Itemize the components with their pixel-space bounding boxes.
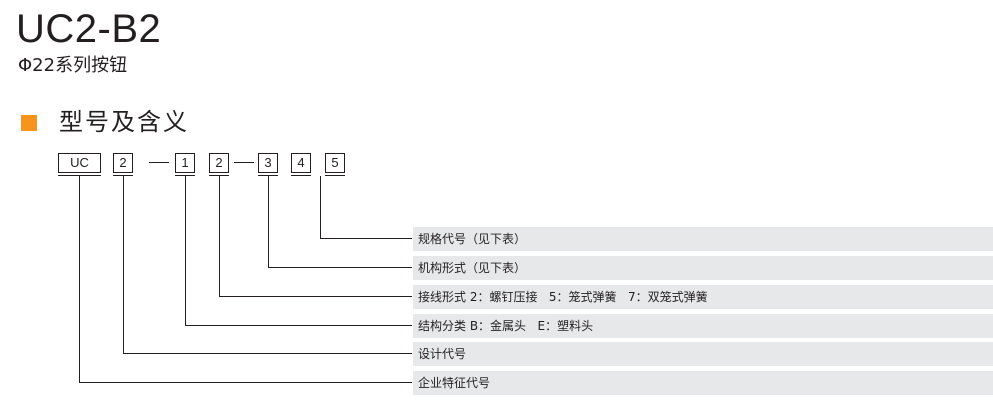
product-title: UC2-B2 xyxy=(16,7,162,51)
product-subtitle: Φ22系列按钮 xyxy=(18,55,128,76)
legend-structure-class: 结构分类 B：金属头 E：塑料头 xyxy=(418,319,594,333)
code-box-design: 2 xyxy=(113,153,133,176)
legend-mechanism-type: 机构形式（见下表） xyxy=(418,261,527,275)
legend-row-bg xyxy=(413,342,993,366)
code-dash-1 xyxy=(149,162,169,163)
code-box-mechanism: 3 xyxy=(258,153,278,176)
leader-line-spec xyxy=(320,176,412,239)
legend-company-code: 企业特征代号 xyxy=(418,376,491,390)
legend-row-bg xyxy=(413,227,993,251)
code-box-spec: 4 xyxy=(291,153,311,176)
code-box-spec-2: 5 xyxy=(325,153,345,176)
leader-line-design xyxy=(123,176,412,354)
leader-line-structure xyxy=(185,176,412,326)
legend-row-bg xyxy=(413,371,993,395)
section-title: 型号及含义 xyxy=(59,108,189,136)
code-box-wiring: 2 xyxy=(209,153,229,176)
leader-line-mechanism xyxy=(268,176,412,268)
code-dash-2 xyxy=(234,162,254,163)
legend-design-code: 设计代号 xyxy=(418,347,467,361)
legend-wiring-type: 接线形式 2：螺钉压接 5：笼式弹簧 7：双笼式弹簧 xyxy=(418,290,708,304)
section-square-icon xyxy=(21,115,37,131)
leader-line-wiring xyxy=(219,176,412,297)
legend-row-bg xyxy=(413,285,993,309)
leader-line-company xyxy=(79,176,412,383)
legend-row-bg xyxy=(413,256,993,280)
legend-row-bg xyxy=(413,314,993,338)
code-box-structure: 1 xyxy=(175,153,195,176)
code-box-uc: UC xyxy=(58,153,101,176)
legend-spec-code: 规格代号（见下表） xyxy=(418,232,527,246)
